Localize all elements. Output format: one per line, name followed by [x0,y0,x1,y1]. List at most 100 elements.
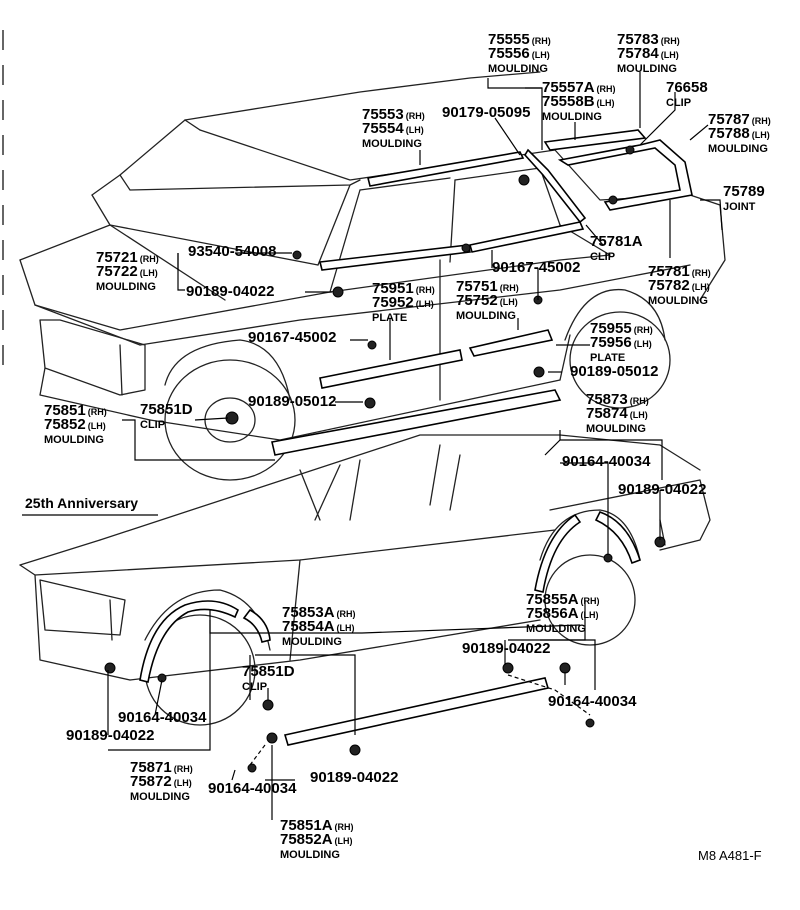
callout-c90164a: 90164-40034 [562,453,651,470]
part-name: CLIP [590,251,615,263]
callout-c90164c: 90164-40034 [548,693,637,710]
part-number: 75558B(LH) [542,93,615,110]
part-name: MOULDING [96,281,156,293]
part-name: MOULDING [456,310,516,322]
part-number: 90189-04022 [66,727,154,744]
part-number: 90164-40034 [548,693,637,710]
callout-c90189d: 90189-04022 [618,481,706,498]
part-number: 75853A(RH) [282,604,356,621]
callout-c90189f: 90189-04022 [66,727,154,744]
part-name: PLATE [590,352,625,364]
part-number: 75554(LH) [362,120,424,137]
callout-c75951: 75951(RH)75952(LH)PLATE [372,280,435,324]
part-number: 75851D [140,401,193,418]
part-name: MOULDING [542,111,602,123]
part-number: 75851(RH) [44,402,107,419]
callout-c90189e: 90189-04022 [462,640,550,657]
part-number: 75854A(LH) [282,618,355,635]
part-number: 90189-05012 [248,393,336,410]
part-number: 90189-04022 [186,283,274,300]
part-number: 75874(LH) [586,405,648,422]
part-number: 76658 [666,79,708,96]
part-name: MOULDING [282,636,342,648]
part-name: PLATE [372,312,407,324]
part-name: CLIP [242,681,267,693]
part-number: 75787(RH) [708,111,771,128]
part-name: CLIP [140,419,165,431]
part-number: 90164-40034 [208,780,297,797]
callout-c90189g: 90189-04022 [310,769,398,786]
part-number: 75852(LH) [44,416,106,433]
callout-c75783: 75783(RH)75784(LH)MOULDING [617,31,680,75]
callout-c75851A: 75851A(RH)75852A(LH)MOULDING [280,817,354,861]
part-number: 75751(RH) [456,278,519,295]
part-number: 90167-45002 [248,329,336,346]
callout-c75557: 75557A(RH)75558B(LH)MOULDING [542,79,616,123]
part-number: 75856A(LH) [526,605,599,622]
part-number: 75557A(RH) [542,79,616,96]
callout-c75721: 75721(RH)75722(LH)MOULDING [96,249,159,293]
part-number: 75873(RH) [586,391,649,408]
callout-c75871: 75871(RH)75872(LH)MOULDING [130,759,193,803]
callout-c93540: 93540-54008 [188,243,276,260]
part-name: MOULDING [44,434,104,446]
section-title: 25th Anniversary [25,495,138,511]
part-number: 90179-05095 [442,104,530,121]
part-number: 90189-04022 [310,769,398,786]
part-number: 75955(RH) [590,320,653,337]
callout-c75855A: 75855A(RH)75856A(LH)MOULDING [526,591,600,635]
part-number: 75956(LH) [590,334,652,351]
part-name: MOULDING [648,295,708,307]
part-number: 90164-40034 [118,709,207,726]
callout-labels: 75555(RH)75556(LH)MOULDING75783(RH)75784… [44,31,771,861]
part-name: MOULDING [617,63,677,75]
part-number: 75788(LH) [708,125,770,142]
leader-lines [107,72,723,820]
part-name: MOULDING [280,849,340,861]
callout-c75787: 75787(RH)75788(LH)MOULDING [708,111,771,155]
callout-c90164b: 90164-40034 [118,709,207,726]
part-number: 90189-05012 [570,363,658,380]
callout-c75853A: 75853A(RH)75854A(LH)MOULDING [282,604,356,648]
callout-c90167b: 90167-45002 [248,329,336,346]
lower-car-illustration [19,434,711,726]
upper-car-parts [225,129,693,456]
part-number: 75781(RH) [648,263,711,280]
part-number: 75851D [242,663,295,680]
callout-c75553: 75553(RH)75554(LH)MOULDING [362,106,425,150]
part-name: MOULDING [526,623,586,635]
part-name: MOULDING [488,63,548,75]
part-number: 90167-45002 [492,259,580,276]
part-number: 75555(RH) [488,31,551,48]
part-number: 75855A(RH) [526,591,600,608]
part-number: 75556(LH) [488,45,550,62]
part-name: MOULDING [708,143,768,155]
part-number: 75722(LH) [96,263,158,280]
callout-c90179: 90179-05095 [442,104,530,121]
callout-c75555: 75555(RH)75556(LH)MOULDING [488,31,551,75]
part-number: 75784(LH) [617,45,679,62]
callout-c75873: 75873(RH)75874(LH)MOULDING [586,391,649,435]
part-number: 90164-40034 [562,453,651,470]
callout-c90167a: 90167-45002 [492,259,580,276]
part-number: 75553(RH) [362,106,425,123]
part-name: MOULDING [130,791,190,803]
part-name: MOULDING [362,138,422,150]
part-number: 75851A(RH) [280,817,354,834]
callout-c75751: 75751(RH)75752(LH)MOULDING [456,278,519,322]
part-name: JOINT [723,201,756,213]
part-name: MOULDING [586,423,646,435]
figure-code: M8 A481-F [698,848,762,863]
callout-c90189b: 90189-05012 [570,363,658,380]
part-number: 93540-54008 [188,243,276,260]
part-number: 75752(LH) [456,292,518,309]
part-number: 75783(RH) [617,31,680,48]
part-number: 90189-04022 [618,481,706,498]
part-number: 75952(LH) [372,294,434,311]
part-number: 75951(RH) [372,280,435,297]
